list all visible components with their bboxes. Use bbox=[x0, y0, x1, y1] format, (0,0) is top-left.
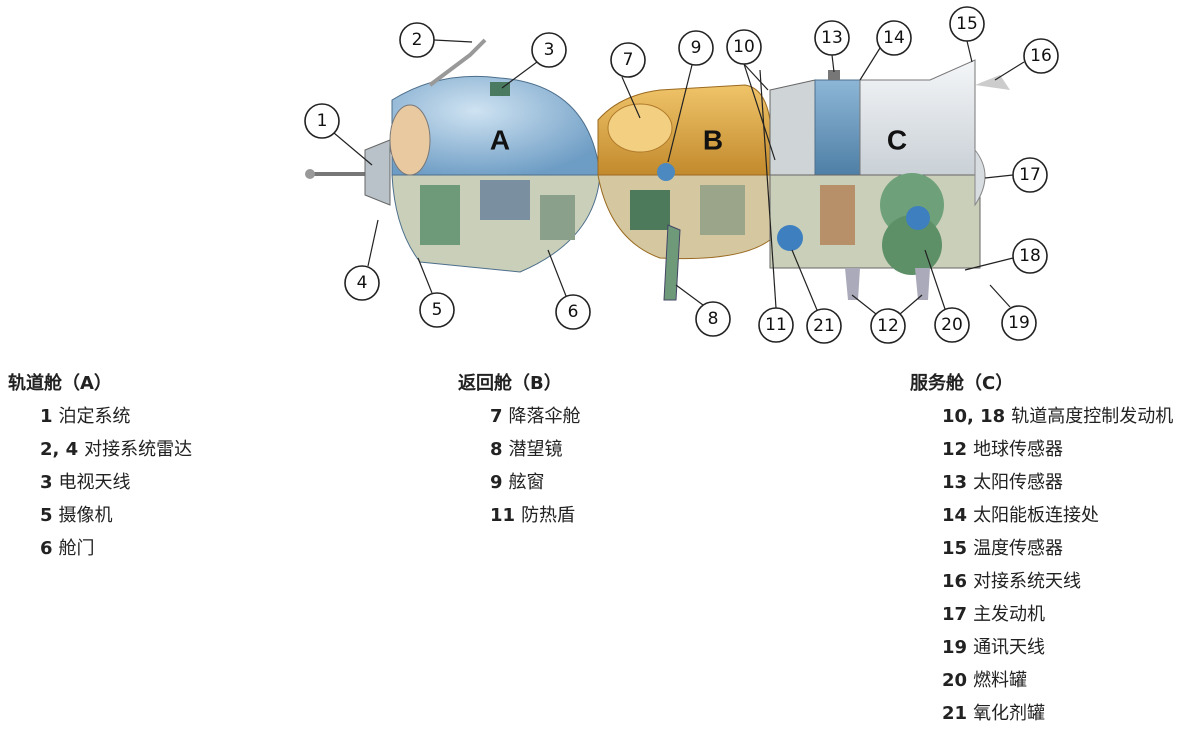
callout-2: 2 bbox=[399, 22, 435, 58]
svg-text:17: 17 bbox=[1019, 165, 1041, 185]
callout-15: 15 bbox=[949, 6, 985, 42]
callout-13: 13 bbox=[814, 20, 850, 56]
callout-10: 10 bbox=[726, 29, 762, 65]
callout-9: 9 bbox=[678, 30, 714, 66]
descent-module: B bbox=[597, 84, 771, 301]
orbital-module: A bbox=[389, 38, 601, 273]
module-label-a: A bbox=[490, 125, 510, 156]
svg-text:7: 7 bbox=[623, 50, 634, 70]
svg-text:10: 10 bbox=[733, 37, 755, 57]
callout-12: 12 bbox=[870, 308, 906, 344]
svg-text:16: 16 bbox=[1030, 46, 1052, 66]
svg-text:14: 14 bbox=[883, 28, 905, 48]
svg-text:15: 15 bbox=[956, 14, 978, 34]
svg-text:12: 12 bbox=[877, 316, 899, 336]
callout-6: 6 bbox=[555, 294, 591, 330]
legend-heading: 服务舱（C） bbox=[910, 373, 1014, 394]
svg-text:13: 13 bbox=[821, 28, 843, 48]
callout-20: 20 bbox=[934, 307, 970, 343]
module-label-c: C bbox=[887, 125, 907, 156]
svg-text:18: 18 bbox=[1019, 246, 1041, 266]
soyuz-diagram: A B C bbox=[304, 6, 1059, 344]
svg-text:20: 20 bbox=[941, 315, 963, 335]
service-module: C bbox=[769, 59, 1010, 300]
callout-11: 11 bbox=[758, 307, 794, 343]
callout-18: 18 bbox=[1012, 238, 1048, 274]
callout-14: 14 bbox=[876, 20, 912, 56]
leader-lines bbox=[333, 39, 1025, 315]
svg-text:11: 11 bbox=[765, 315, 787, 335]
legend-heading: 轨道舱（A） bbox=[8, 373, 112, 394]
svg-text:8: 8 bbox=[708, 309, 719, 329]
svg-text:5: 5 bbox=[432, 300, 443, 320]
svg-text:2: 2 bbox=[412, 30, 423, 50]
docking-probe bbox=[305, 139, 391, 206]
callout-16: 16 bbox=[1023, 38, 1059, 74]
callout-17: 17 bbox=[1012, 157, 1048, 193]
callout-1: 1 bbox=[304, 103, 340, 139]
svg-text:19: 19 bbox=[1008, 313, 1030, 333]
svg-text:1: 1 bbox=[317, 111, 328, 131]
svg-text:6: 6 bbox=[568, 302, 579, 322]
svg-text:4: 4 bbox=[357, 273, 368, 293]
svg-text:9: 9 bbox=[691, 38, 702, 58]
callout-7: 7 bbox=[610, 42, 646, 78]
callout-8: 8 bbox=[695, 301, 731, 337]
callout-4: 4 bbox=[344, 265, 380, 301]
callout-5: 5 bbox=[419, 292, 455, 328]
callout-21: 21 bbox=[806, 308, 842, 344]
svg-text:21: 21 bbox=[813, 316, 835, 336]
legend-heading: 返回舱（B） bbox=[458, 373, 562, 394]
module-label-b: B bbox=[703, 125, 723, 156]
callout-19: 19 bbox=[1001, 305, 1037, 341]
callout-3: 3 bbox=[531, 32, 567, 68]
svg-text:3: 3 bbox=[544, 40, 555, 60]
